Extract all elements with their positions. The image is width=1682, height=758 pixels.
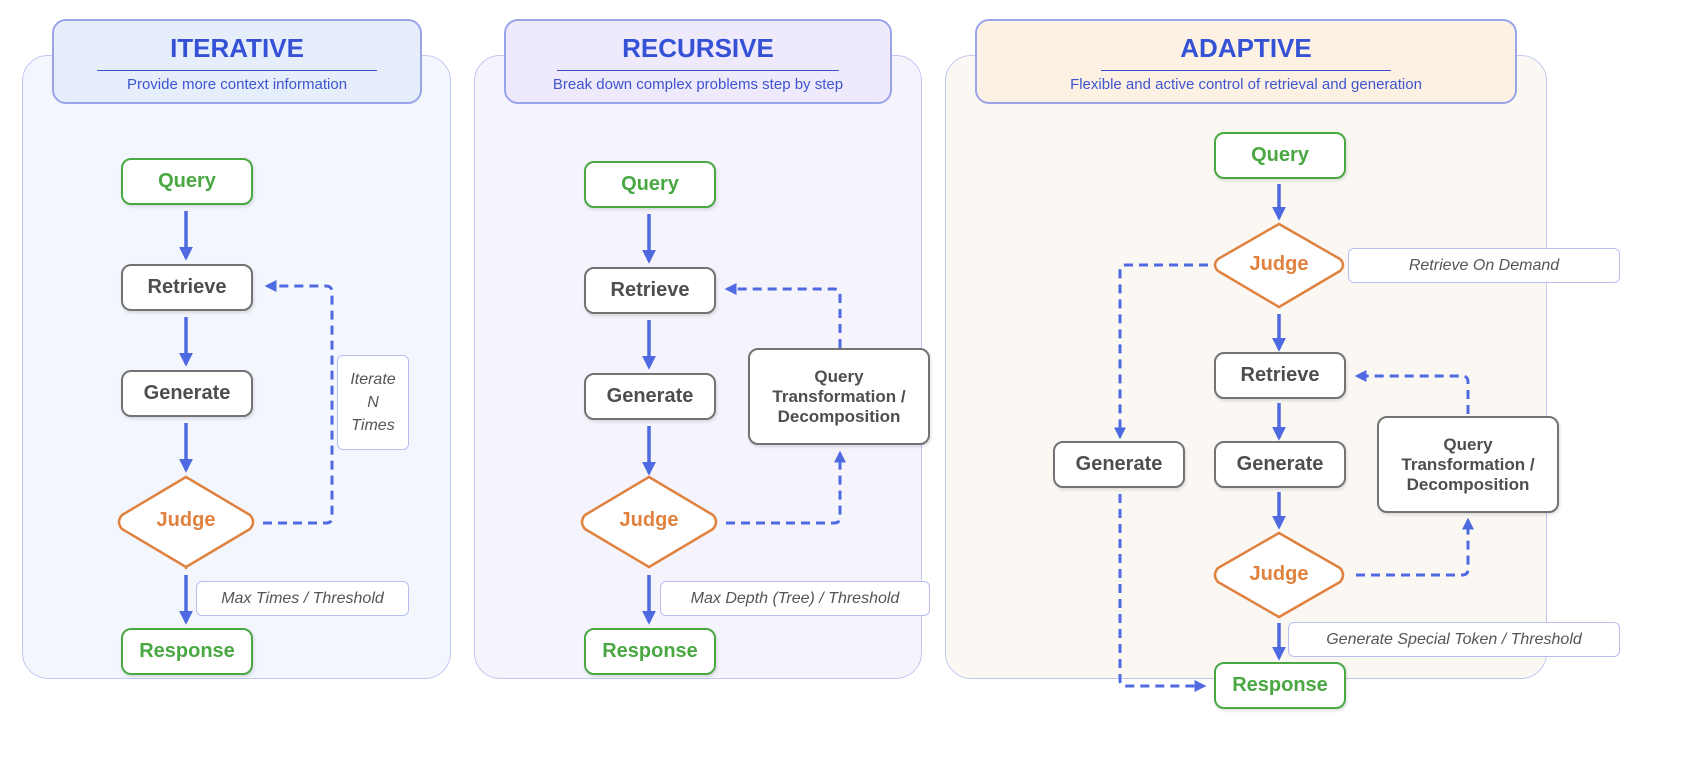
node-line: Decomposition — [1406, 474, 1530, 494]
judge-node-label: Judge — [1249, 563, 1309, 585]
query-node: Query — [121, 158, 253, 205]
judge-diamond — [1213, 222, 1345, 309]
note-line: Iterate — [350, 371, 396, 388]
loop-judge-to-retrieve — [263, 280, 334, 525]
loop-judge-to-transform — [1356, 517, 1474, 577]
retrieve-on-demand-note: Retrieve On Demand — [1348, 248, 1620, 283]
max-times-threshold-note: Max Times / Threshold — [196, 581, 409, 616]
generate-node: Generate — [584, 373, 716, 420]
recursive-header: RECURSIVE Break down complex problems st… — [504, 19, 892, 104]
iterative-subtitle: Provide more context information — [126, 76, 348, 93]
iterative-header: ITERATIVE Provide more context informati… — [52, 19, 422, 104]
header-divider — [97, 70, 377, 71]
retrieve-node: Retrieve — [1214, 352, 1346, 399]
header-divider — [557, 70, 839, 71]
judge-node-label: Judge — [619, 509, 679, 531]
judge-diamond — [117, 475, 255, 570]
node-line: Query — [1443, 434, 1493, 454]
iterative-title: ITERATIVE — [170, 33, 304, 63]
node-line: Decomposition — [777, 406, 901, 426]
recursive-subtitle: Break down complex problems step by step — [552, 76, 844, 93]
header-divider — [1101, 70, 1391, 71]
response-node: Response — [584, 628, 716, 675]
query-transformation-node: Query Transformation / Decomposition — [748, 348, 930, 445]
recursive-title: RECURSIVE — [622, 33, 774, 63]
path-judge-to-generate-direct — [1114, 263, 1208, 440]
generate-node: Generate — [121, 370, 253, 417]
loop-transform-to-retrieve — [724, 283, 842, 348]
judge-diamond — [580, 475, 718, 569]
generate-direct-node: Generate — [1053, 441, 1185, 488]
query-transformation-node: Query Transformation / Decomposition — [1377, 416, 1559, 513]
note-line: Times — [351, 417, 395, 434]
generate-node: Generate — [1214, 441, 1346, 488]
special-token-threshold-note: Generate Special Token / Threshold — [1288, 622, 1620, 657]
retrieve-node: Retrieve — [121, 264, 253, 311]
iterate-n-times-note: Iterate N Times — [337, 355, 409, 450]
adaptive-title: ADAPTIVE — [1180, 33, 1312, 63]
response-node: Response — [121, 628, 253, 675]
loop-judge-to-transform — [726, 450, 846, 525]
judge-diamond — [1213, 531, 1345, 619]
max-depth-threshold-note: Max Depth (Tree) / Threshold — [660, 581, 930, 616]
adaptive-subtitle: Flexible and active control of retrieval… — [1070, 76, 1422, 93]
loop-transform-to-retrieve — [1354, 370, 1470, 414]
node-line: Query — [814, 366, 864, 386]
response-node: Response — [1214, 662, 1346, 709]
judge-on-demand-label: Judge — [1249, 253, 1309, 275]
node-line: Transformation / — [772, 386, 906, 406]
query-node: Query — [584, 161, 716, 208]
adaptive-header: ADAPTIVE Flexible and active control of … — [975, 19, 1517, 104]
node-line: Transformation / — [1401, 454, 1535, 474]
retrieve-node: Retrieve — [584, 267, 716, 314]
judge-node-label: Judge — [156, 509, 216, 531]
path-generate-direct-to-response — [1118, 494, 1207, 692]
query-node: Query — [1214, 132, 1346, 179]
note-line: N — [367, 394, 379, 411]
